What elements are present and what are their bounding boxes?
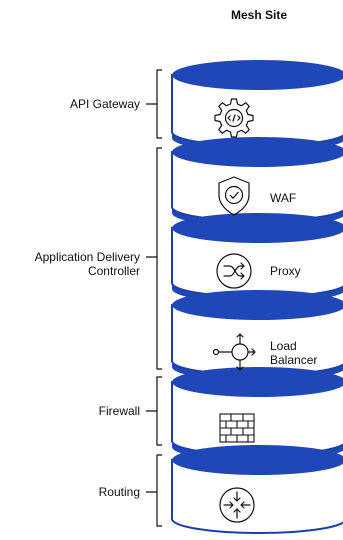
cylinder-proxy [171,213,343,303]
bracket-firewall [146,376,162,446]
shield-check-icon [218,176,250,216]
router-arrows-icon [219,487,255,523]
label-routing: Routing [98,485,140,499]
bracket-api-gateway [146,69,162,139]
label-waf: WAF [270,191,297,205]
label-adc-line2: Controller [87,264,140,278]
bracket-adc [146,147,162,370]
diagram-title: Mesh Site [230,8,287,22]
brick-wall-icon [219,413,255,443]
cylinder-load-balancer [171,290,343,381]
label-load-balancer-line2: Balancer [270,353,318,367]
shuffle-arrows-icon [216,253,252,289]
label-load-balancer-line1: Load [270,339,297,353]
label-adc-line1: Application Delivery [34,250,140,264]
load-balancer-icon [212,333,256,371]
cylinder-waf [171,137,343,227]
cylinder-routing [171,445,343,534]
cylinder-firewall [171,367,343,461]
label-firewall: Firewall [98,404,140,418]
gear-code-icon [214,98,254,138]
label-proxy: Proxy [270,264,301,278]
bracket-routing [146,454,162,527]
label-api-gateway: API Gateway [69,97,140,111]
cylinder-api-gateway [171,60,343,152]
